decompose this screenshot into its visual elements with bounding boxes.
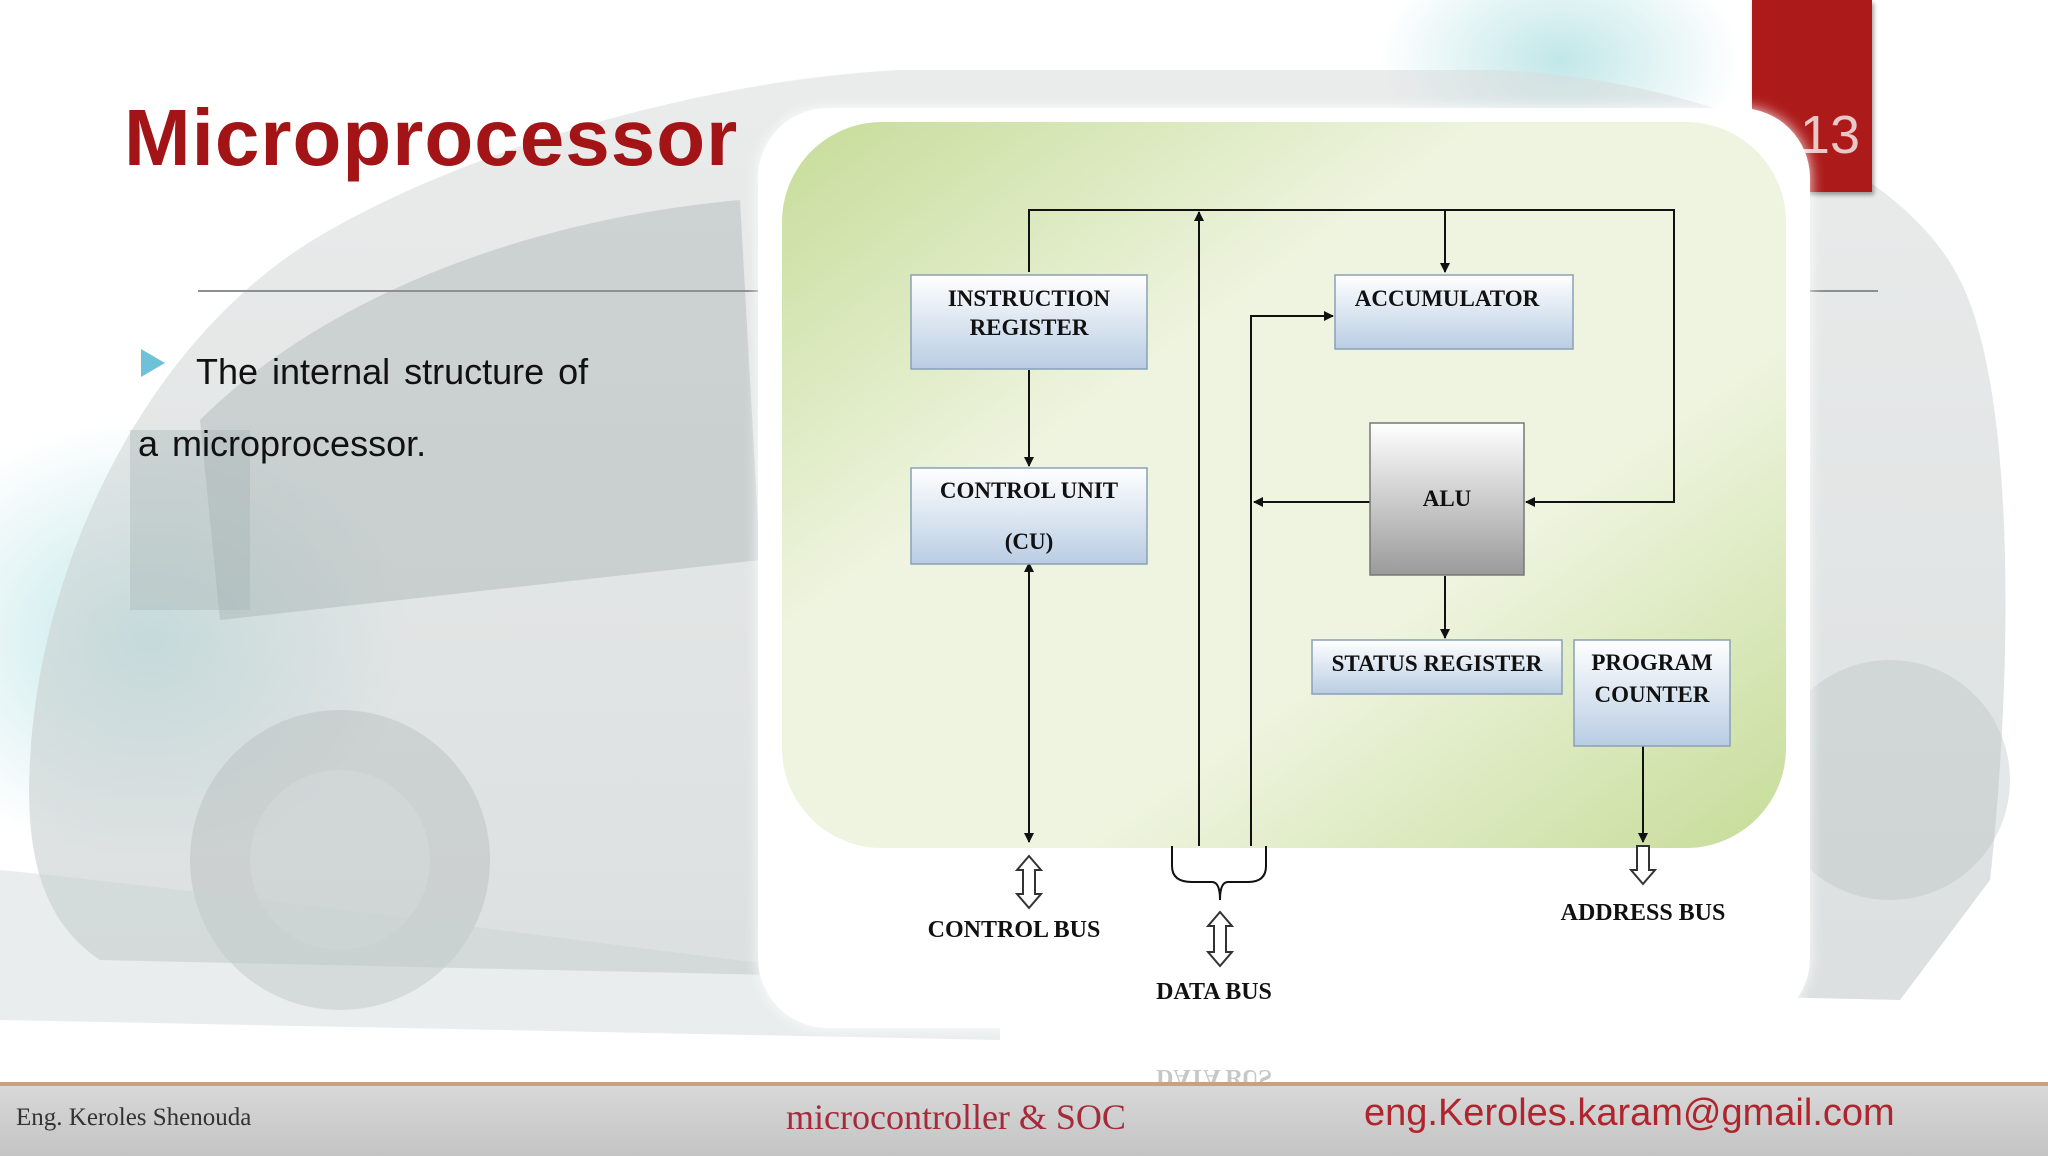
footer-course: microcontroller & SOC — [786, 1097, 1126, 1137]
control-bus-arrow — [1014, 854, 1044, 910]
control-unit-label-2: (CU) — [1005, 529, 1054, 554]
accumulator-box — [1334, 274, 1574, 350]
instruction-register-box — [910, 274, 1148, 370]
data-bus-label: DATA BUS — [1156, 979, 1272, 1005]
accumulator-label: ACCUMULATOR — [1355, 286, 1540, 311]
data-bus-to-accumulator — [1250, 311, 1334, 846]
status-register-box — [1311, 639, 1563, 695]
status-register-label: STATUS REGISTER — [1332, 651, 1543, 676]
program-counter-label-1: PROGRAM — [1591, 650, 1713, 675]
bullet-text: The internal structure of a microprocess… — [138, 351, 589, 464]
instruction-register-label-2: REGISTER — [970, 315, 1089, 340]
footer-email: eng.Keroles.karam@gmail.com — [1364, 1092, 1895, 1134]
page-number: 13 — [1799, 105, 1860, 165]
address-bus-label: ADDRESS BUS — [1561, 900, 1726, 926]
footer-author: Eng. Keroles Shenouda — [16, 1104, 252, 1131]
footer-bar — [0, 1082, 2048, 1156]
instruction-register-label-1: INSTRUCTION — [948, 286, 1111, 311]
control-bus-label: CONTROL BUS — [928, 917, 1101, 943]
address-bus-arrow — [1628, 845, 1658, 886]
bullet-arrow-icon — [141, 349, 165, 377]
control-unit-label-1: CONTROL UNIT — [940, 478, 1118, 503]
slide-title: Microprocessor — [124, 93, 739, 182]
program-counter-box — [1573, 639, 1731, 747]
control-unit-box — [910, 467, 1148, 565]
top-bus-line — [1028, 209, 1675, 507]
data-bus-arrow — [1205, 910, 1235, 968]
program-counter-label-2: COUNTER — [1594, 682, 1709, 707]
data-bus-brace — [1171, 846, 1267, 901]
alu-box — [1369, 422, 1525, 576]
alu-label: ALU — [1423, 486, 1472, 511]
